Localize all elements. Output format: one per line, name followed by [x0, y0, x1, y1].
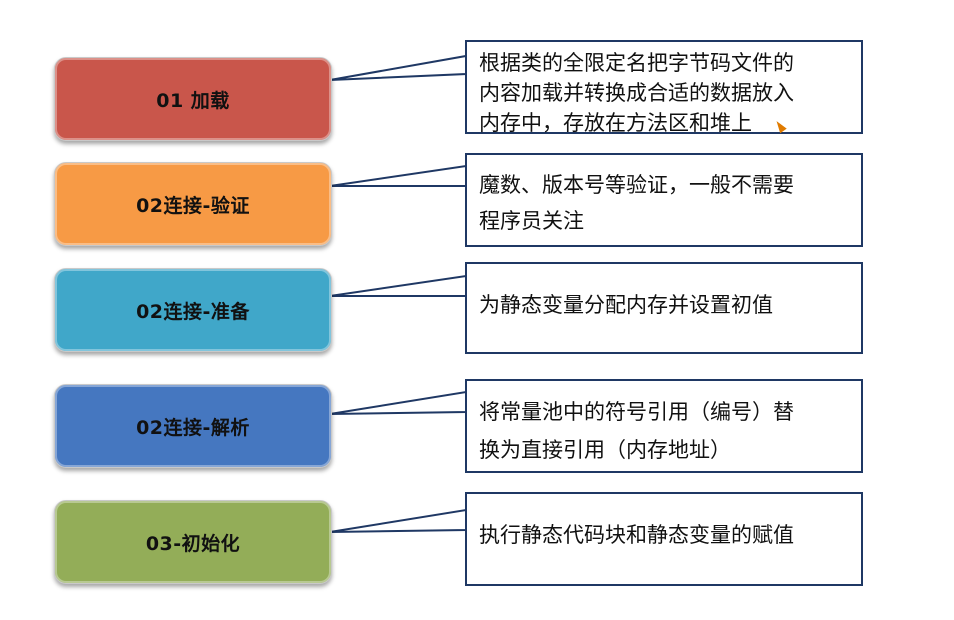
stage-verify: 02连接-验证	[54, 162, 332, 246]
connector-resolve	[329, 390, 467, 415]
callout-prepare: 为静态变量分配内存并设置初值	[465, 262, 863, 354]
connector-load	[329, 54, 467, 81]
stage-init-label: 03-初始化	[145, 532, 241, 555]
stage-prepare-label: 02连接-准备	[136, 300, 250, 323]
connector-init	[329, 508, 467, 533]
stage-verify-label: 02连接-验证	[136, 194, 250, 217]
stage-init: 03-初始化	[54, 500, 332, 584]
callout-resolve: 将常量池中的符号引用（编号）替 换为直接引用（内存地址）	[465, 379, 863, 473]
connector-verify	[329, 164, 467, 187]
stage-resolve-label: 02连接-解析	[136, 416, 250, 439]
callout-resolve-text: 将常量池中的符号引用（编号）替 换为直接引用（内存地址）	[479, 400, 794, 462]
stage-load: 01 加载	[54, 57, 332, 141]
callout-load: 根据类的全限定名把字节码文件的 内容加载并转换成合适的数据放入 内存中，存放在方…	[465, 40, 863, 135]
callout-load-text: 根据类的全限定名把字节码文件的 内容加载并转换成合适的数据放入 内存中，存放在方…	[479, 51, 794, 135]
stage-load-label: 01 加载	[156, 89, 230, 112]
callout-verify-text: 魔数、版本号等验证，一般不需要 程序员关注	[479, 173, 794, 233]
stage-prepare: 02连接-准备	[54, 268, 332, 352]
callout-init-text: 执行静态代码块和静态变量的赋值	[479, 523, 794, 547]
callout-init: 执行静态代码块和静态变量的赋值	[465, 492, 863, 586]
callout-verify: 魔数、版本号等验证，一般不需要 程序员关注	[465, 153, 863, 247]
connector-prepare	[329, 274, 467, 297]
callout-prepare-text: 为静态变量分配内存并设置初值	[479, 293, 773, 317]
stage-resolve: 02连接-解析	[54, 384, 332, 468]
